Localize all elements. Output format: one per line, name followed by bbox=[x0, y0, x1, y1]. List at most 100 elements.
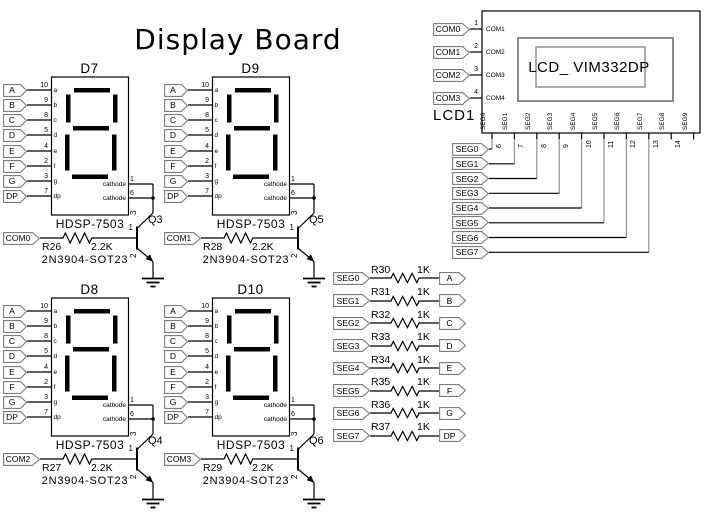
segment-letter: d bbox=[53, 131, 58, 139]
net-tag-label: D bbox=[446, 340, 453, 351]
seg-net-tag: SEG2 bbox=[333, 316, 371, 330]
net-tag-label: SEG5 bbox=[455, 217, 479, 228]
net-tag-label: COM3 bbox=[166, 454, 192, 464]
transistor-pin-collector: 3 bbox=[128, 431, 138, 436]
pin-number: 9 bbox=[205, 96, 209, 104]
net-tag-label: E bbox=[170, 367, 176, 377]
seg-net-tag: SEG5 bbox=[333, 384, 371, 397]
transistor-base-bar bbox=[136, 226, 138, 250]
segment-letter: b bbox=[53, 101, 58, 109]
emitter-arrow bbox=[306, 254, 314, 262]
target-net-tag: G bbox=[439, 406, 467, 420]
cathode-label: cathode bbox=[263, 194, 287, 202]
pin-number: 9 bbox=[44, 317, 48, 325]
display-box bbox=[50, 76, 130, 216]
resistor-ref: R37 bbox=[371, 421, 391, 433]
lcd-seg-pin-number: 11 bbox=[607, 140, 615, 148]
com-net-tag: COM1 bbox=[433, 45, 471, 59]
segment-letter: f bbox=[53, 162, 56, 170]
segment-letter: a bbox=[53, 307, 58, 315]
net-tag-label: DP bbox=[167, 191, 179, 201]
segment-letter: e bbox=[53, 147, 58, 155]
net-tag-label: D bbox=[8, 351, 16, 361]
segment-letter: a bbox=[214, 86, 219, 94]
segment-letter: c bbox=[214, 116, 218, 124]
pin-number: 4 bbox=[44, 142, 48, 150]
net-tag-label: B bbox=[170, 100, 176, 110]
resistor-ref: R31 bbox=[371, 286, 391, 298]
segment-letter: a bbox=[214, 307, 219, 315]
transistor-pin-base: 1 bbox=[128, 443, 133, 453]
net-tag-label: F bbox=[9, 161, 15, 171]
pin-wires bbox=[27, 310, 52, 418]
segment-letter: a bbox=[53, 86, 58, 94]
display-part-number: HDSP-7503 bbox=[216, 438, 286, 452]
cathode-label: cathode bbox=[102, 180, 126, 188]
pin-number: 3 bbox=[205, 172, 209, 180]
display-part-number: HDSP-7503 bbox=[55, 438, 125, 452]
lcd-seg-pin-name: SEG6 bbox=[614, 112, 622, 130]
seg-net-tag: SEG7 bbox=[452, 245, 490, 259]
seg-net-tag: SEG0 bbox=[452, 142, 490, 156]
com-net-tag: COM2 bbox=[3, 452, 41, 466]
net-tag-label: F bbox=[170, 161, 176, 171]
pin-number: 4 bbox=[205, 363, 209, 371]
transistor-pin-base: 1 bbox=[289, 222, 294, 232]
lcd-drawing bbox=[470, 10, 701, 253]
pin-wires bbox=[188, 310, 213, 418]
resistor-value: 2.2K bbox=[252, 241, 274, 253]
net-tag-label: SEG3 bbox=[336, 340, 360, 351]
net-tag-d: D bbox=[3, 128, 28, 142]
cathode-pin-number: 6 bbox=[291, 189, 295, 197]
net-tag-g: G bbox=[164, 174, 189, 188]
segment-letter: d bbox=[53, 352, 58, 360]
transistor-part-number: 2N3904-SOT23 bbox=[41, 253, 129, 266]
resistor-zigzag bbox=[370, 384, 439, 397]
segment-letter: b bbox=[214, 322, 219, 330]
lcd-seg-wires bbox=[489, 139, 650, 253]
seg-net-tag: SEG6 bbox=[452, 231, 490, 244]
net-tag-f: F bbox=[164, 159, 189, 173]
segment-letter: dp bbox=[53, 192, 61, 200]
net-tag-label: SEG5 bbox=[336, 385, 360, 396]
segment-letter: c bbox=[53, 337, 57, 345]
segment-letter: f bbox=[214, 383, 217, 391]
net-tag-dp: DP bbox=[164, 410, 189, 424]
seg-net-tag: SEG3 bbox=[452, 186, 490, 200]
net-tag-label: E bbox=[9, 367, 15, 377]
net-tag-label: C bbox=[8, 115, 16, 125]
pin-number: 5 bbox=[205, 347, 209, 355]
net-tag-d: D bbox=[3, 349, 28, 363]
cathode-wires bbox=[289, 404, 316, 434]
pin-number: 5 bbox=[205, 126, 209, 134]
cathode-pin-number: 1 bbox=[130, 396, 134, 404]
pin-number: 8 bbox=[44, 332, 48, 340]
net-tag-label: G bbox=[8, 397, 16, 407]
lcd-pin-name: COM2 bbox=[486, 48, 505, 56]
cathode-wires bbox=[289, 183, 316, 213]
transistor-part-number: 2N3904-SOT23 bbox=[202, 474, 290, 487]
lcd-seg-pin-name: SEG4 bbox=[569, 112, 577, 130]
net-tag-dp: DP bbox=[3, 410, 28, 424]
net-tag-b: B bbox=[3, 98, 28, 112]
resistor-value: 2.2K bbox=[252, 462, 274, 474]
emitter-arrow bbox=[306, 475, 314, 483]
net-tag-e: E bbox=[164, 365, 189, 379]
resistor-zigzag bbox=[370, 407, 439, 419]
seven-segment-glyph bbox=[65, 309, 118, 400]
net-tag-label: F bbox=[9, 382, 15, 392]
net-tag-label: B bbox=[9, 100, 15, 110]
segment-letter: g bbox=[214, 177, 219, 185]
cathode-label: cathode bbox=[263, 415, 287, 423]
net-tag-label: E bbox=[170, 146, 176, 156]
ground-symbol bbox=[142, 277, 164, 288]
target-net-tag: A bbox=[439, 271, 467, 285]
net-tag-label: C bbox=[446, 318, 453, 328]
target-net-tag: F bbox=[439, 384, 467, 397]
net-tag-label: B bbox=[170, 321, 176, 331]
net-tag-label: DP bbox=[6, 191, 18, 201]
display-unit-drawing bbox=[188, 76, 325, 288]
base-resistor-zigzag bbox=[201, 231, 297, 245]
resistor-ref: R29 bbox=[203, 462, 223, 474]
resistor-value: 1K bbox=[417, 376, 430, 388]
